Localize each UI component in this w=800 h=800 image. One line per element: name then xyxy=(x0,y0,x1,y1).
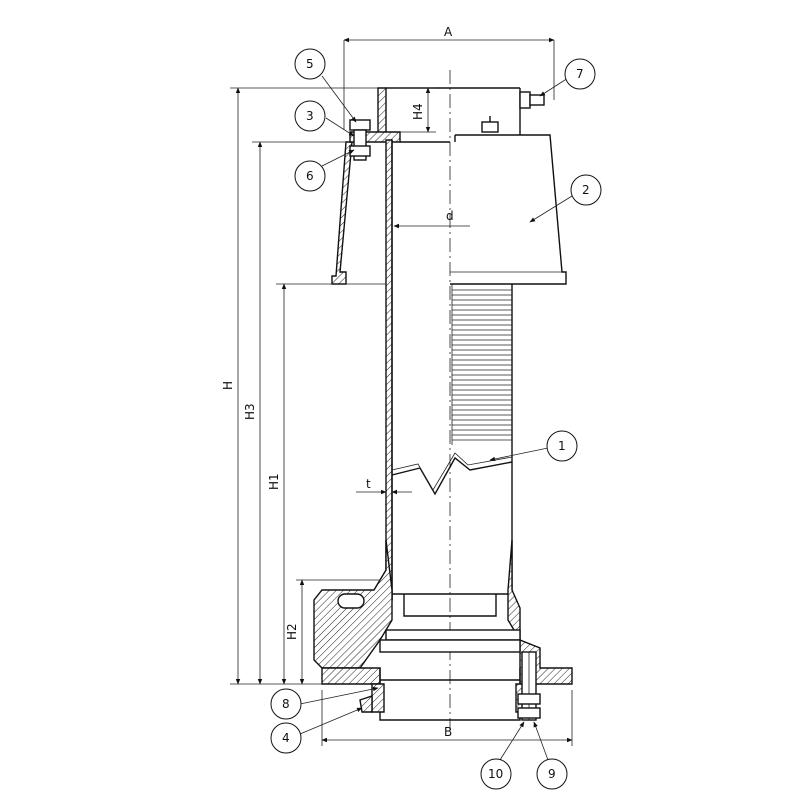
main-tube xyxy=(385,139,513,601)
part-bubble-8 xyxy=(270,688,302,720)
part-label-5: 5 xyxy=(306,57,314,71)
part-bubble-3 xyxy=(294,100,326,132)
part-bubble-9 xyxy=(536,758,568,790)
part-label-1: 1 xyxy=(558,439,566,453)
part-label-8: 8 xyxy=(282,697,290,711)
base-body xyxy=(313,539,573,721)
dim-d: d xyxy=(446,209,454,223)
part-label-9: 9 xyxy=(548,767,556,781)
dim-H: H xyxy=(221,381,235,390)
corrugated-surface xyxy=(451,284,512,445)
dimensions: A H4 H H3 H1 H2 d t B xyxy=(221,25,573,746)
dim-t: t xyxy=(366,477,371,491)
part-bubble-7 xyxy=(564,58,596,90)
part-label-4: 4 xyxy=(282,731,290,745)
dim-A: A xyxy=(444,25,453,39)
part-label-10: 10 xyxy=(488,767,503,781)
part-bubble-6 xyxy=(294,160,326,192)
dim-H2: H2 xyxy=(285,623,299,640)
part-bubble-4 xyxy=(270,722,302,754)
part-bubble-10 xyxy=(480,758,512,790)
dim-H4: H4 xyxy=(411,103,425,120)
dim-H3: H3 xyxy=(243,403,257,420)
part-bubble-2 xyxy=(570,174,602,206)
part-label-2: 2 xyxy=(582,183,590,197)
cap-assembly xyxy=(331,87,567,285)
part-label-3: 3 xyxy=(306,109,314,123)
part-label-7: 7 xyxy=(576,67,584,81)
part-bubble-5 xyxy=(294,48,326,80)
part-callouts: 5 3 6 7 2 1 8 4 10 9 xyxy=(270,48,602,790)
part-label-6: 6 xyxy=(306,169,314,183)
dim-B: B xyxy=(444,725,452,739)
dim-H1: H1 xyxy=(267,473,281,490)
part-bubble-1 xyxy=(546,430,578,462)
